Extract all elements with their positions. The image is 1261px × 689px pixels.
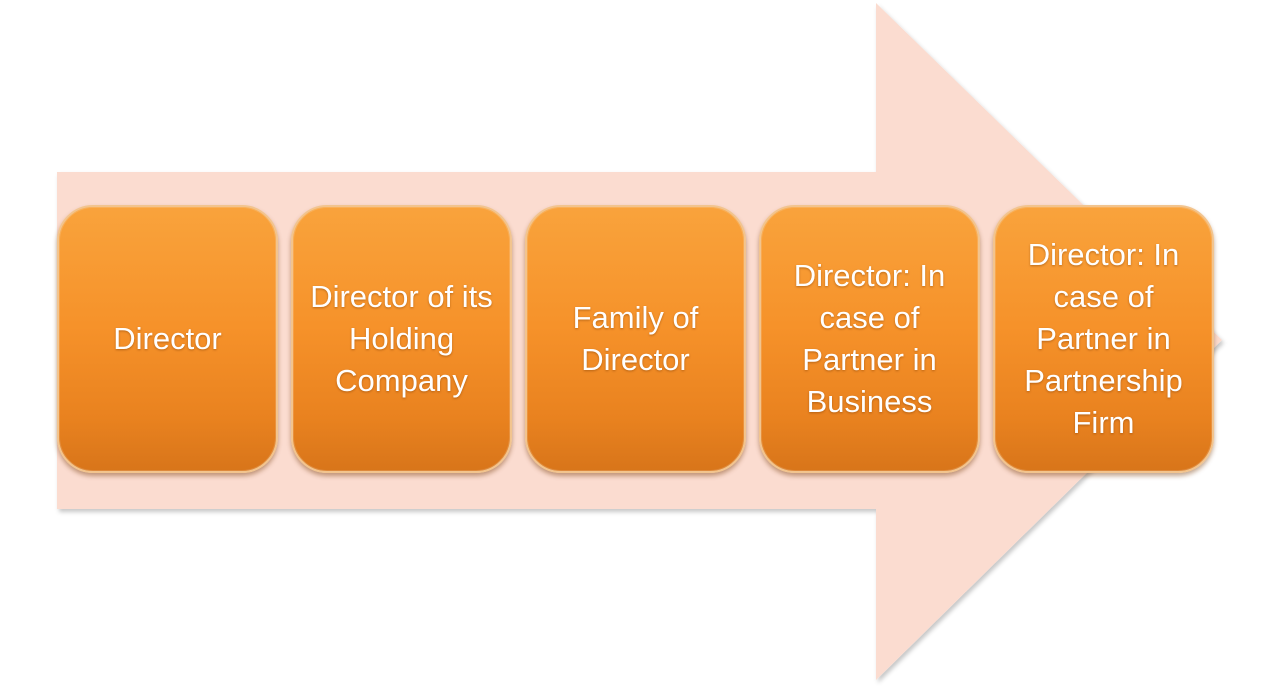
- step-label: Director of its Holding Company: [310, 279, 493, 398]
- step-box-partner-in-partnership-firm: Director: In case of Partner in Partners…: [993, 205, 1214, 473]
- step-box-holding-company-director: Director of its Holding Company: [291, 205, 512, 473]
- step-label: Director: In case of Partner in Business: [793, 258, 946, 419]
- step-box-family-of-director: Family of Director: [525, 205, 746, 473]
- step-label: Family of Director: [572, 300, 699, 377]
- step-label: Director: [113, 321, 222, 357]
- step-box-director: Director: [57, 205, 278, 473]
- step-box-partner-in-business: Director: In case of Partner in Business: [759, 205, 980, 473]
- step-label: Director: In case of Partner in Partners…: [1024, 237, 1183, 440]
- process-steps: Director Director of its Holding Company…: [57, 205, 1217, 473]
